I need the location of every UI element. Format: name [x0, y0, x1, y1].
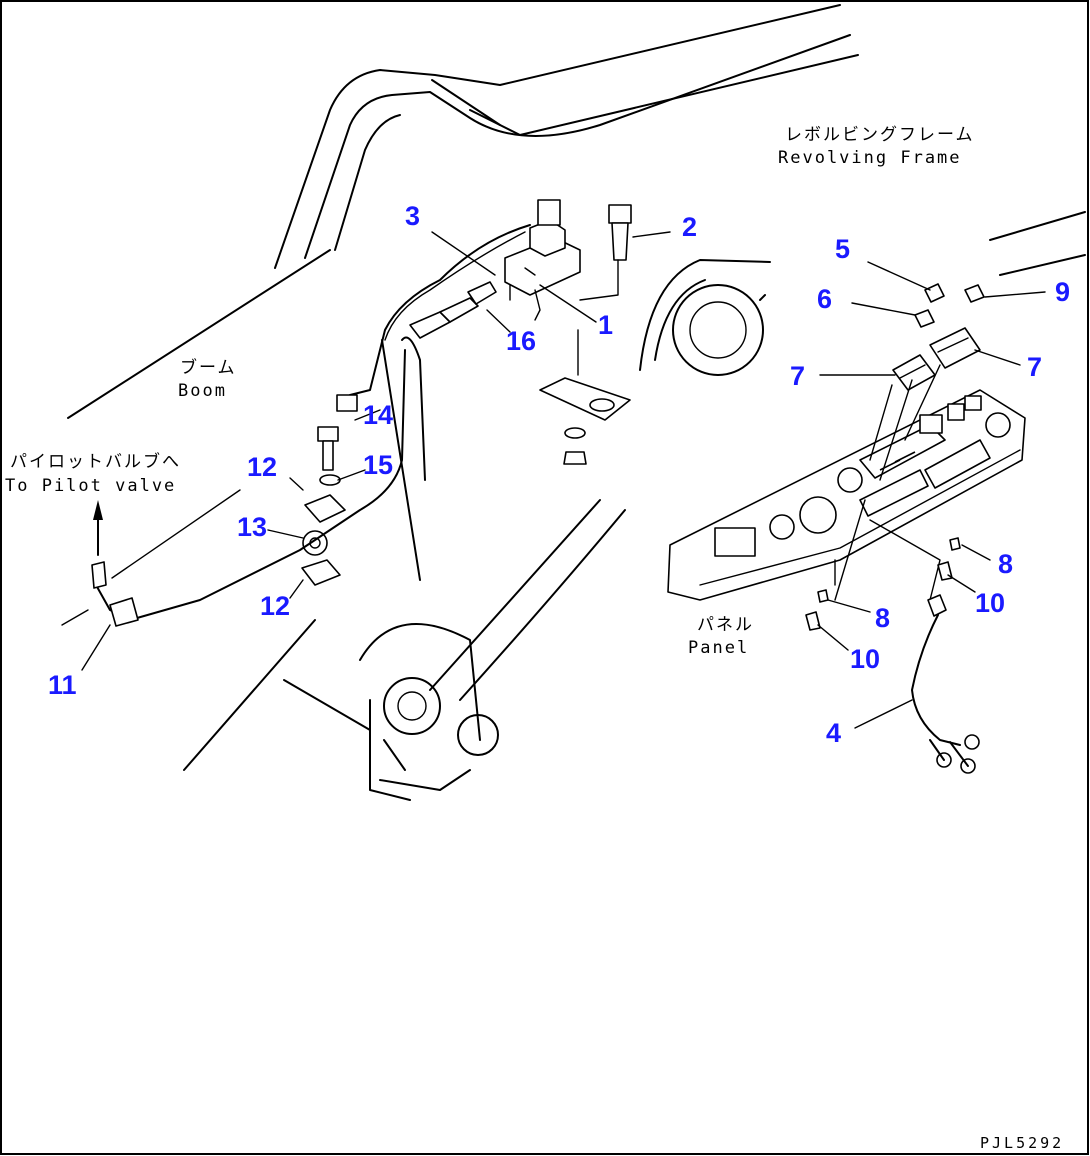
panel-label-jp: パネル	[697, 615, 754, 635]
boom-label-en: Boom	[178, 381, 227, 401]
callout-15: 15	[363, 450, 393, 480]
callout-4: 4	[826, 718, 841, 748]
solenoid-valve	[349, 199, 581, 396]
clamp-parts	[301, 494, 346, 586]
pilot-pipe	[61, 349, 406, 627]
panel-label-en: Panel	[688, 638, 749, 658]
callout-13: 13	[237, 512, 267, 542]
callout-12a: 12	[247, 452, 277, 482]
callout-7b: 7	[1027, 352, 1042, 382]
revolving-frame-outline	[639, 211, 1086, 376]
callout-12b: 12	[260, 591, 290, 621]
callout-3: 3	[405, 201, 420, 231]
callout-11: 11	[48, 670, 77, 700]
callout-6: 6	[817, 284, 832, 314]
revolving-frame-label-jp: レボルビングフレーム	[785, 125, 975, 145]
callout-8a: 8	[998, 549, 1013, 579]
callout-5: 5	[835, 234, 850, 264]
leader-lines	[81, 231, 1046, 729]
revolving-frame-label-en: Revolving Frame	[778, 148, 962, 168]
boom-outline	[67, 4, 859, 801]
callout-10b: 10	[850, 644, 880, 674]
pilot-valve-label-jp: パイロットバルブへ	[10, 451, 181, 472]
callout-2: 2	[682, 212, 697, 242]
callout-1: 1	[598, 310, 613, 340]
pilot-valve-label-en: To Pilot valve	[5, 476, 176, 496]
callout-14: 14	[363, 400, 393, 430]
mount-bracket	[539, 329, 631, 465]
callout-7a: 7	[790, 361, 805, 391]
harness-part4	[911, 594, 980, 774]
bolt-part2	[579, 204, 632, 301]
boom-label-jp: ブーム	[180, 357, 237, 378]
switch-parts	[892, 283, 985, 391]
callout-9: 9	[1055, 277, 1070, 307]
bolt-part14	[317, 394, 358, 486]
callout-16: 16	[506, 326, 536, 356]
fitting-part16	[409, 281, 497, 339]
callout-8b: 8	[875, 603, 890, 633]
control-panel	[667, 389, 1026, 601]
drawing-code: PJL5292	[980, 1134, 1064, 1152]
callout-10a: 10	[975, 588, 1005, 618]
